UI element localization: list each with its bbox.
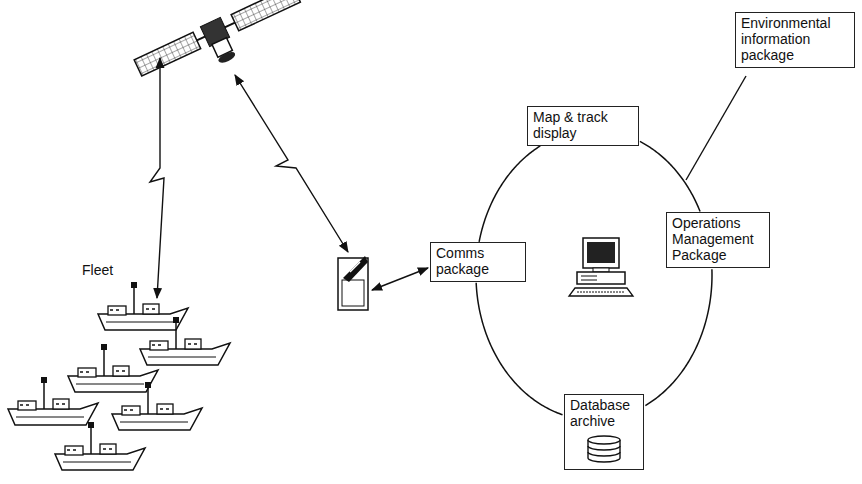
database-box: Database archive (564, 394, 644, 469)
process-box: Map & track display (527, 106, 639, 145)
fleet-ships (8, 282, 230, 470)
data-link (372, 268, 428, 290)
ring-connector (479, 146, 540, 242)
ring-connector (640, 141, 700, 211)
box-label: Environmental information package (741, 16, 849, 63)
box-label: Operations Management Package (672, 216, 764, 263)
box-label: Map & track display (533, 110, 633, 141)
process-box: Environmental information package (735, 12, 855, 67)
process-box: Comms package (430, 242, 526, 281)
process-box: Operations Management Package (666, 212, 770, 267)
box-label: Database archive (570, 398, 638, 429)
radio-link (235, 75, 348, 252)
ground-antenna (338, 256, 368, 310)
ring-connector (476, 283, 562, 415)
leader-line (686, 76, 746, 180)
database-icon (584, 434, 624, 464)
ring-connector (645, 269, 712, 405)
radio-link (150, 58, 164, 298)
computer-icon (569, 238, 633, 296)
box-label: Comms package (436, 246, 520, 277)
group-label: Fleet (82, 262, 113, 278)
